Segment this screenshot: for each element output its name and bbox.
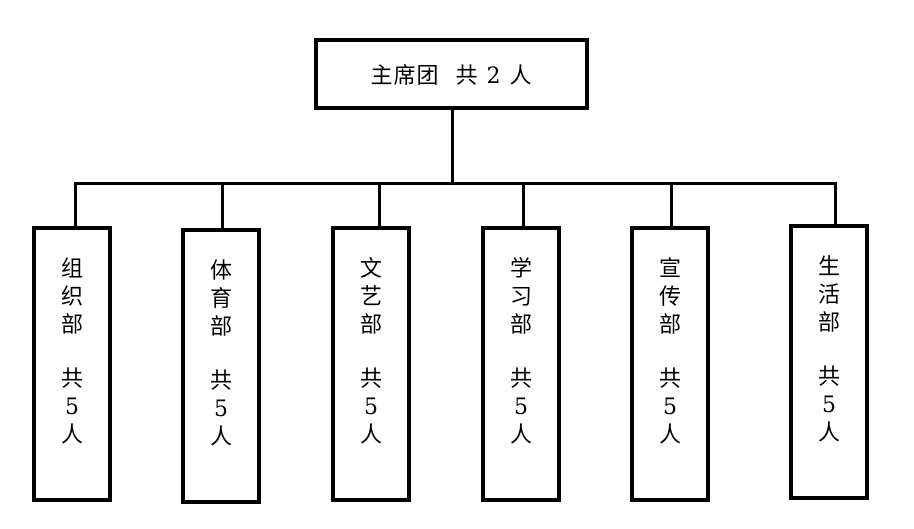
dept-box-2: 体育部 共 5 人 xyxy=(181,228,261,504)
dept-count: 共 5 人 xyxy=(817,365,840,446)
dept-box-4: 学习部 共 5 人 xyxy=(481,226,561,502)
connector-drop-2 xyxy=(221,182,224,230)
connector-drop-3 xyxy=(378,182,381,228)
dept-name: 体育部 xyxy=(209,259,232,340)
dept-count: 共 5 人 xyxy=(509,367,532,448)
dept-count: 共 5 人 xyxy=(60,367,83,448)
dept-count: 共 5 人 xyxy=(359,367,382,448)
dept-name: 文艺部 xyxy=(359,257,382,338)
connector-trunk xyxy=(451,110,454,184)
top-node-box: 主席团 共 2 人 xyxy=(314,38,589,110)
dept-name: 宣传部 xyxy=(658,257,681,338)
dept-box-5: 宣传部 共 5 人 xyxy=(630,226,710,502)
dept-box-1: 组织部 共 5 人 xyxy=(32,226,112,502)
connector-drop-6 xyxy=(834,182,837,226)
dept-count: 共 5 人 xyxy=(209,369,232,450)
dept-name: 组织部 xyxy=(60,257,83,338)
dept-box-6: 生活部 共 5 人 xyxy=(789,224,869,500)
dept-name: 学习部 xyxy=(509,257,532,338)
top-node-label: 主席团 xyxy=(370,64,440,89)
connector-drop-1 xyxy=(74,182,77,228)
dept-count: 共 5 人 xyxy=(658,367,681,448)
top-node-count: 共 2 人 xyxy=(455,64,533,89)
dept-name: 生活部 xyxy=(817,255,840,336)
dept-box-3: 文艺部 共 5 人 xyxy=(331,226,411,502)
connector-drop-5 xyxy=(670,182,673,228)
connector-drop-4 xyxy=(522,182,525,228)
connector-horizontal xyxy=(74,182,837,185)
